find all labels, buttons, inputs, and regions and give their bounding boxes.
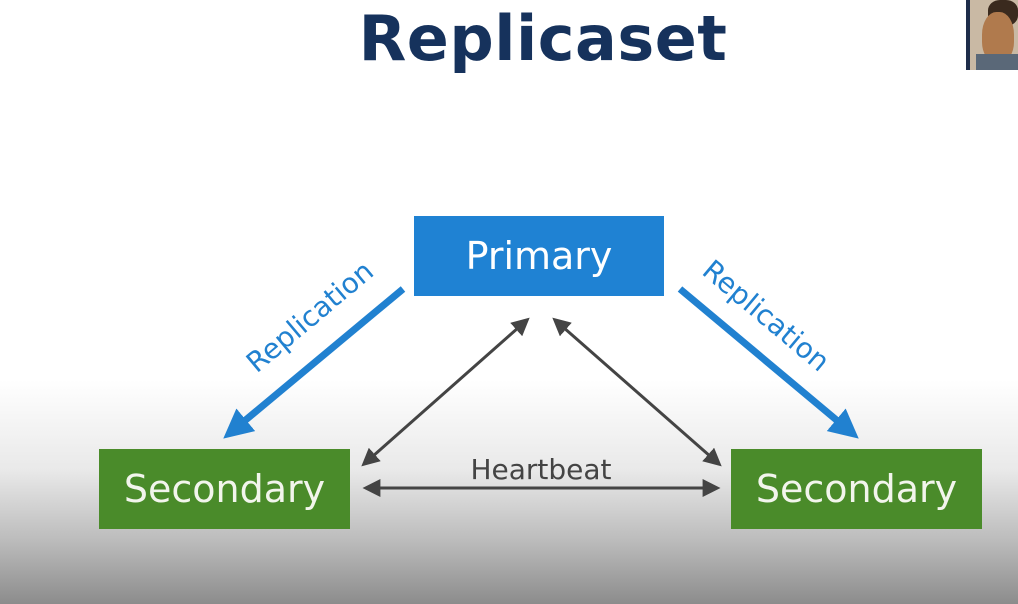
heartbeat-arrow-primary-left: [361, 317, 530, 467]
heartbeat-arrow-primary-right: [552, 317, 722, 467]
slide-title: Replicaset: [358, 2, 728, 75]
secondary-node-right: Secondary: [731, 449, 982, 529]
secondary-node-left: Secondary: [99, 449, 350, 529]
replication-arrow-right: [677, 286, 859, 439]
presenter-webcam-thumbnail: [966, 0, 1018, 70]
heartbeat-label: Heartbeat: [470, 453, 611, 486]
replication-arrow-left: [223, 286, 406, 439]
replication-label-left: Replication: [240, 254, 380, 379]
primary-node: Primary: [414, 216, 664, 296]
